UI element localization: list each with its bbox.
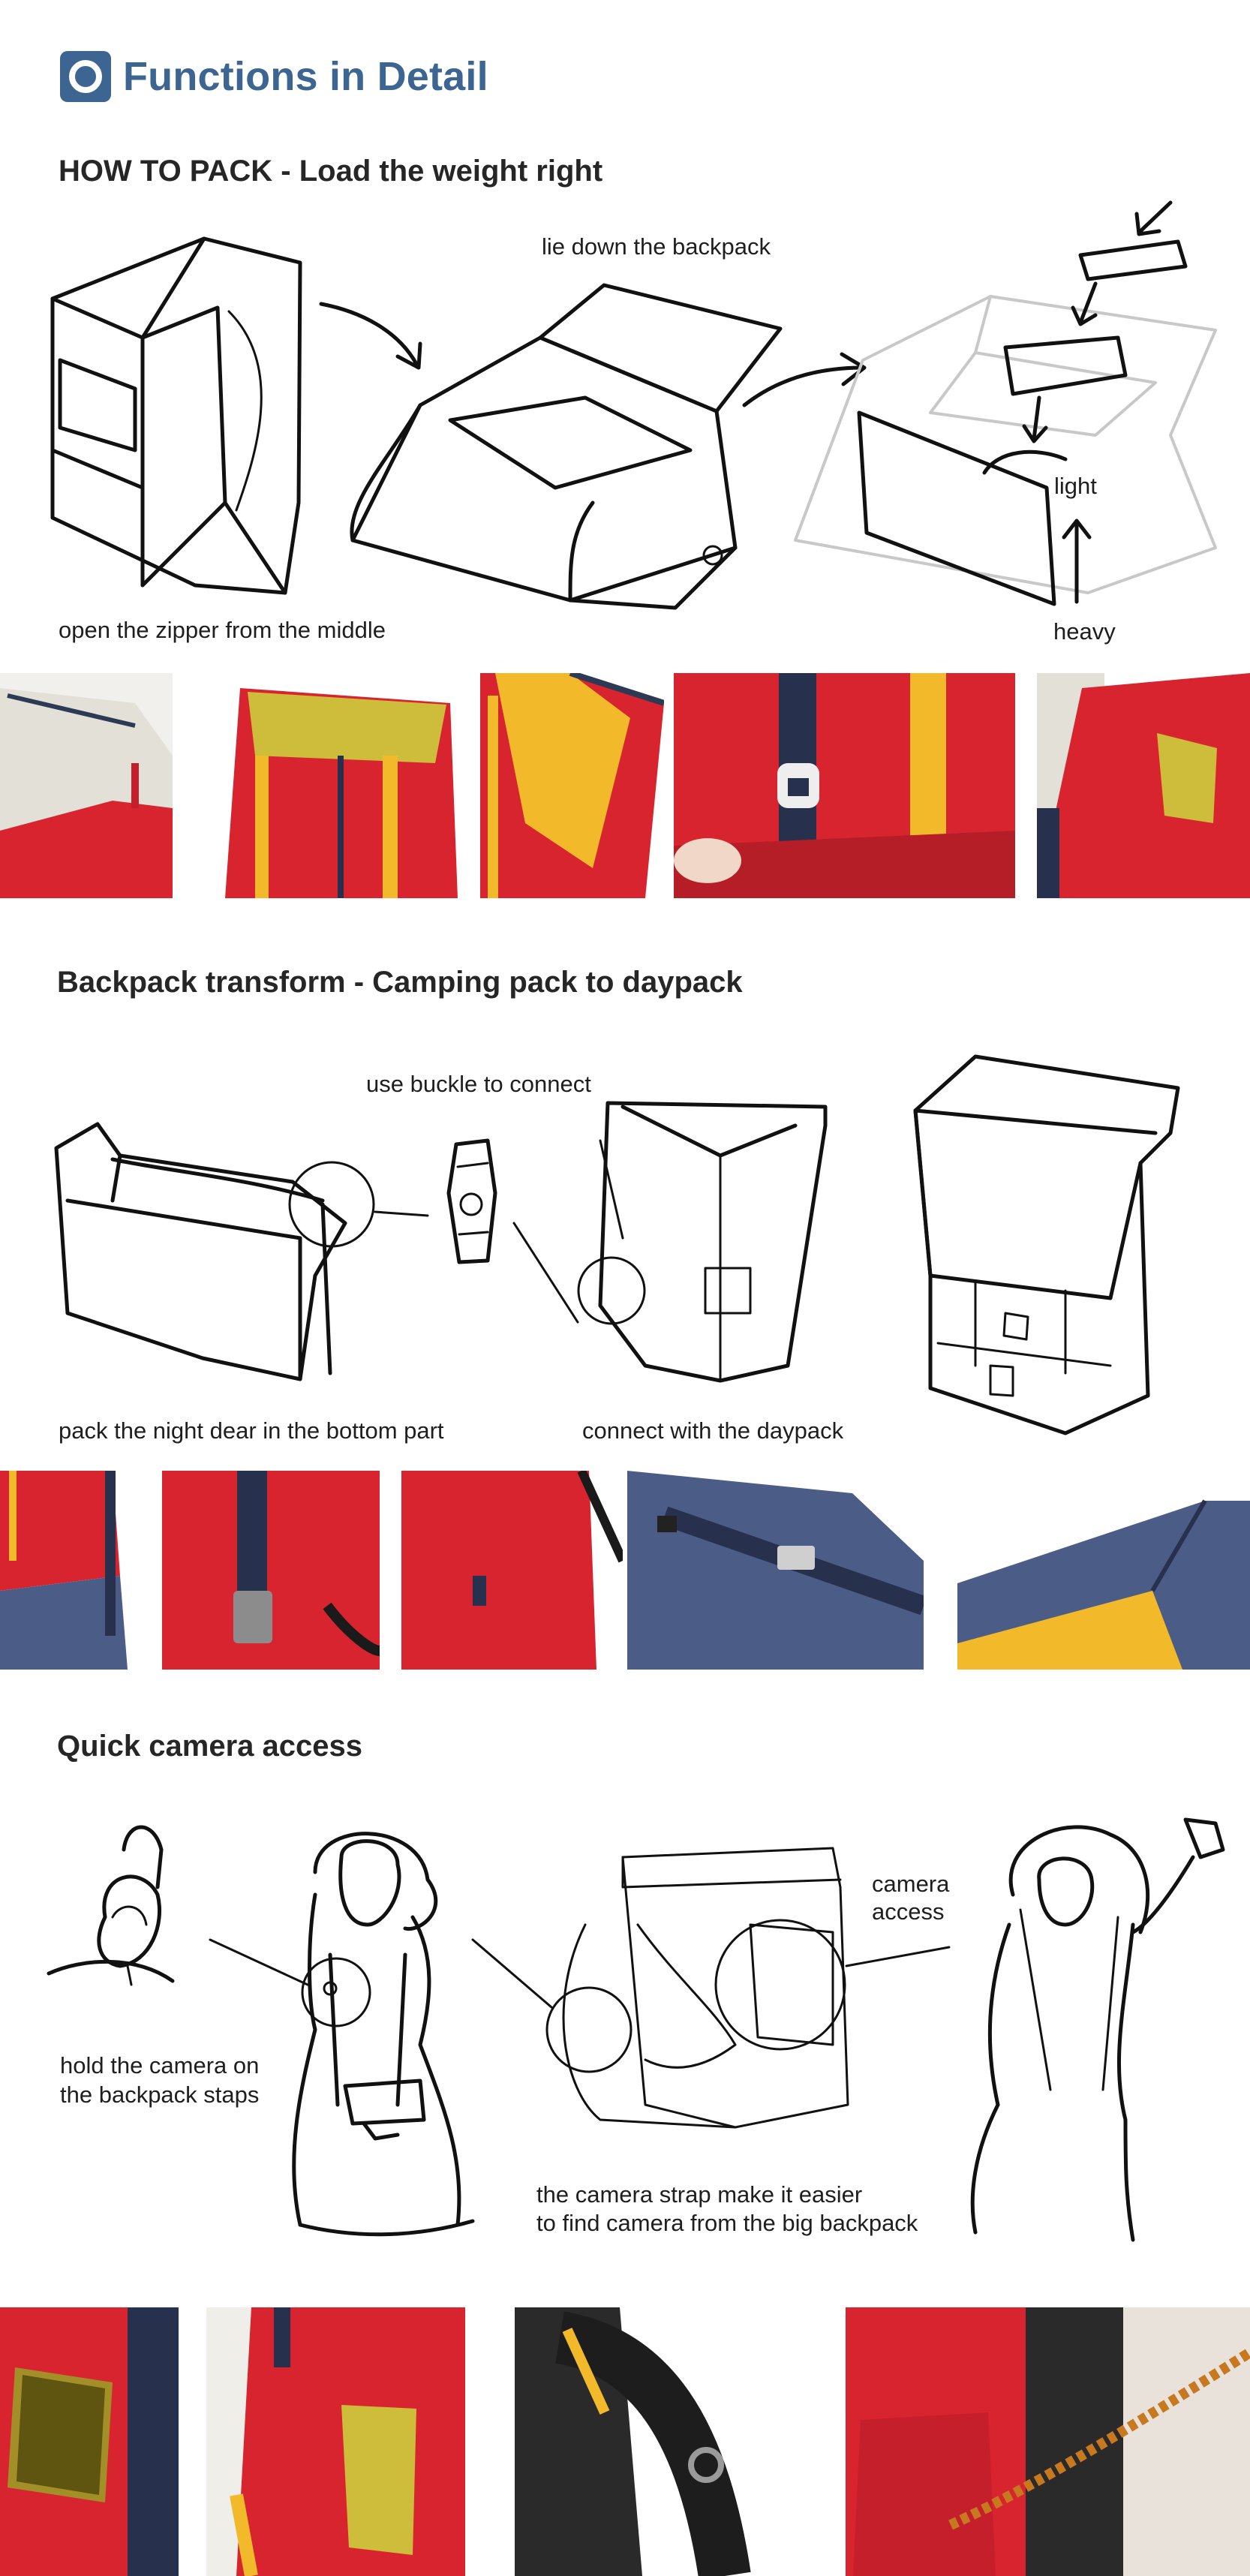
caption-camera-access-2: access xyxy=(872,1898,945,1925)
camera-sketch xyxy=(47,1817,1225,2242)
section-heading-camera: Quick camera access xyxy=(57,1730,362,1763)
daypack-sketch xyxy=(512,1101,828,1383)
page-title: Functions in Detail xyxy=(123,54,488,99)
caption-night-gear: pack the night dear in the bottom part xyxy=(59,1417,444,1444)
photo-side-open xyxy=(480,673,664,898)
photo-strap-buckle xyxy=(162,1471,380,1670)
transform-sketch xyxy=(54,1054,1180,1435)
person-back-sketch xyxy=(970,1817,1225,2242)
standing-backpack-sketch xyxy=(50,236,302,595)
caption-strap-2: to find camera from the big backpack xyxy=(536,2210,918,2236)
caption-buckle: use buckle to connect xyxy=(366,1071,591,1097)
big-backpack-sketch xyxy=(471,1847,951,2129)
caption-hold-camera-2: the backpack staps xyxy=(60,2082,260,2108)
section-heading-pack: HOW TO PACK - Load the weight right xyxy=(59,155,603,188)
caption-light: light xyxy=(1054,473,1097,499)
photo-bottom-side xyxy=(0,1471,137,1670)
caption-heavy: heavy xyxy=(1053,618,1116,645)
photo-camera-pocket-1 xyxy=(0,2307,179,2576)
photo-daypack-zip xyxy=(957,1471,1250,1670)
photo-open-top xyxy=(225,673,464,898)
caption-hold-camera-1: hold the camera on xyxy=(60,2052,260,2079)
photo-camera-pocket-2 xyxy=(206,2307,465,2576)
circle-badge-icon xyxy=(60,51,111,102)
buckle-icon xyxy=(446,1138,497,1264)
section-heading-transform: Backpack transform - Camping pack to day… xyxy=(57,966,743,999)
photo-side-label xyxy=(401,1471,623,1670)
photo-daypack-buckle xyxy=(627,1471,924,1670)
photo-side-pocket xyxy=(1037,673,1250,898)
arrow-icon xyxy=(742,352,867,407)
caption-zipper: open the zipper from the middle xyxy=(59,617,386,643)
combined-pack-sketch xyxy=(913,1054,1180,1435)
lying-backpack-sketch xyxy=(350,283,783,610)
caption-connect: connect with the daypack xyxy=(582,1417,844,1444)
caption-camera-access-1: camera xyxy=(872,1871,950,1897)
caption-strap-1: the camera strap make it easier xyxy=(536,2181,863,2208)
page-header: Functions in Detail xyxy=(59,50,488,104)
camera-clip-icon xyxy=(47,1825,175,1986)
packing-sketch xyxy=(50,200,1217,610)
photo-buckle-front xyxy=(674,673,1015,898)
photo-camera-strap-clip xyxy=(515,2307,828,2576)
bottom-bag-sketch xyxy=(54,1122,429,1381)
photo-rope-pocket xyxy=(846,2307,1250,2576)
arrow-icon xyxy=(319,302,422,370)
photo-zipper-top xyxy=(0,673,173,898)
loading-diagram-sketch xyxy=(794,200,1217,606)
caption-lie-down: lie down the backpack xyxy=(542,233,771,260)
person-front-sketch xyxy=(209,1832,475,2237)
